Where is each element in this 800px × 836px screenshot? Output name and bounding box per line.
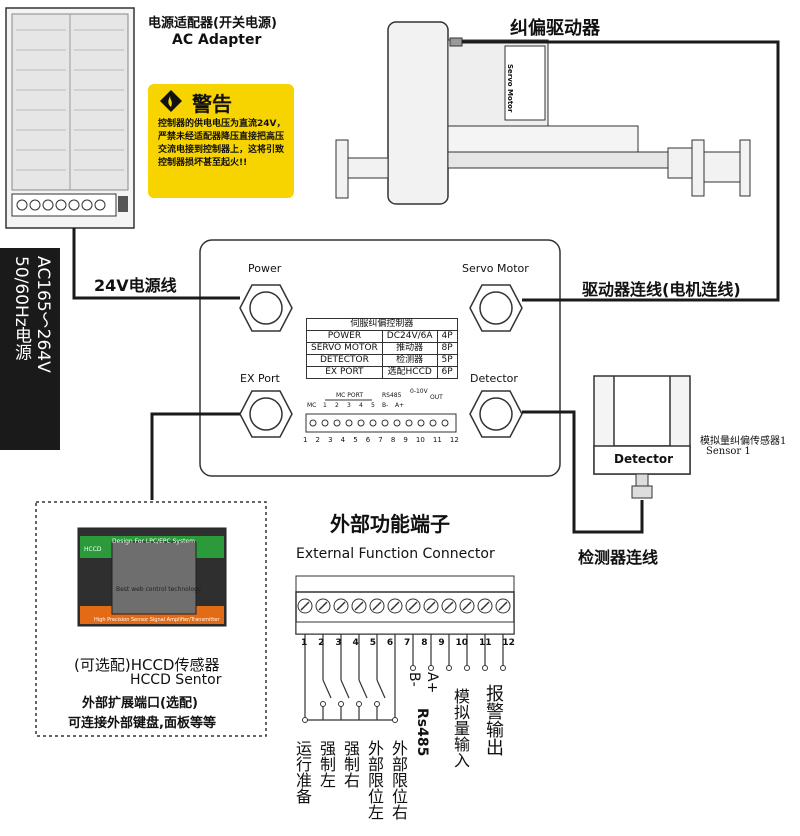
detector-wire-label: 检测器连线 — [578, 548, 659, 567]
a-plus-small: A+ — [395, 402, 405, 409]
label-a-plus: A+ — [424, 672, 440, 694]
external-connector-drawing — [295, 575, 515, 723]
spec-table-header: 伺服纠偏控制器 — [306, 318, 458, 331]
label-force-left: 强制左 — [317, 740, 336, 788]
power-wire — [72, 228, 240, 300]
adapter-title-cn: 电源适配器(开关电源) — [148, 16, 277, 31]
mc-pin-label: 2 — [335, 402, 339, 409]
hccd-screen-bottom: High Precision Sensor Signal Amplifier/T… — [94, 617, 220, 623]
label-limit-left: 外部限位左 — [365, 740, 384, 820]
hccd-brand: HCCD — [84, 546, 102, 553]
connector-title-cn: 外部功能端子 — [330, 512, 450, 536]
hccd-device-drawing — [77, 527, 227, 627]
warning-box: 警告 控制器的供电电压为直流24V，严禁未经适配器降压直接把高压交流电接到控制器… — [148, 84, 294, 198]
label-limit-right: 外部限位右 — [389, 740, 408, 820]
driver-wire-label: 驱动器连线(电机连线) — [582, 280, 741, 299]
rs485-small-label: RS485 — [382, 392, 402, 399]
detector-sensor-drawing — [593, 375, 691, 499]
mc-port-label: MC PORT — [336, 392, 364, 399]
detector-wire — [522, 410, 644, 534]
out-small-label: OUT — [430, 394, 443, 401]
driver-title: 纠偏驱动器 — [510, 18, 600, 39]
warning-title: 警告 — [192, 92, 232, 116]
hccd-frame — [35, 501, 267, 737]
adapter-title-en: AC Adapter — [172, 32, 262, 48]
mc-pin-label: 1 — [323, 402, 327, 409]
power-port-label: Power — [248, 262, 282, 275]
label-b-minus: B- — [406, 672, 422, 687]
label-run-ready: 运行准备 — [293, 740, 312, 804]
side-label-bar — [0, 248, 60, 450]
volt-small-label: 0-10V — [410, 388, 428, 395]
mc-pin-label: 5 — [371, 402, 375, 409]
sensor-label: Detector — [614, 452, 673, 466]
servo-motor-label: Servo Motor — [506, 64, 514, 113]
ac-adapter — [5, 7, 135, 229]
mc-pin-label: 4 — [359, 402, 363, 409]
hazard-icon — [160, 90, 182, 112]
sensor-caption-en: Sensor 1 — [706, 446, 751, 457]
side-label-frequency: 50/60Hz电源 — [11, 256, 31, 361]
hccd-title-cn: (可选配)HCCD传感器 — [74, 656, 220, 674]
mc-label: MC — [307, 402, 317, 409]
servo-driver-drawing — [335, 21, 751, 205]
driver-wire — [462, 40, 780, 302]
side-label-voltage: AC165～264V — [33, 256, 53, 373]
label-force-right: 强制右 — [341, 740, 360, 788]
sensor-caption-cn: 模拟量纠偏传感器1 — [700, 436, 787, 447]
ex-wire — [150, 412, 240, 500]
mc-pin-label: 3 — [347, 402, 351, 409]
connector-title-en: External Function Connector — [296, 546, 495, 562]
side-label: AC165～264V 50/60Hz电源 — [6, 256, 54, 446]
ex-port-label: EX Port — [240, 372, 280, 385]
b-minus-small: B- — [382, 402, 389, 409]
hccd-screen-mid: Best web control technology — [116, 586, 202, 593]
label-rs485: Rs485 — [414, 708, 430, 757]
hccd-title-en: HCCD Sentor — [130, 672, 222, 688]
label-alarm-output: 报警输出 — [483, 684, 504, 756]
hccd-note-2: 可连接外部键盘,面板等等 — [68, 716, 216, 731]
detector-port-label: Detector — [470, 372, 518, 385]
hccd-screen-top: Design For LPC/EPC System — [112, 538, 195, 545]
controller-terminal-strip — [305, 399, 457, 433]
label-analog-input: 模拟量输入 — [451, 688, 470, 768]
hccd-note-1: 外部扩展端口(选配) — [82, 696, 198, 711]
servo-port-label: Servo Motor — [462, 262, 529, 275]
power-wire-label: 24V电源线 — [94, 276, 177, 295]
warning-body: 控制器的供电电压为直流24V，严禁未经适配器降压直接把高压交流电接到控制器上，这… — [158, 119, 286, 168]
